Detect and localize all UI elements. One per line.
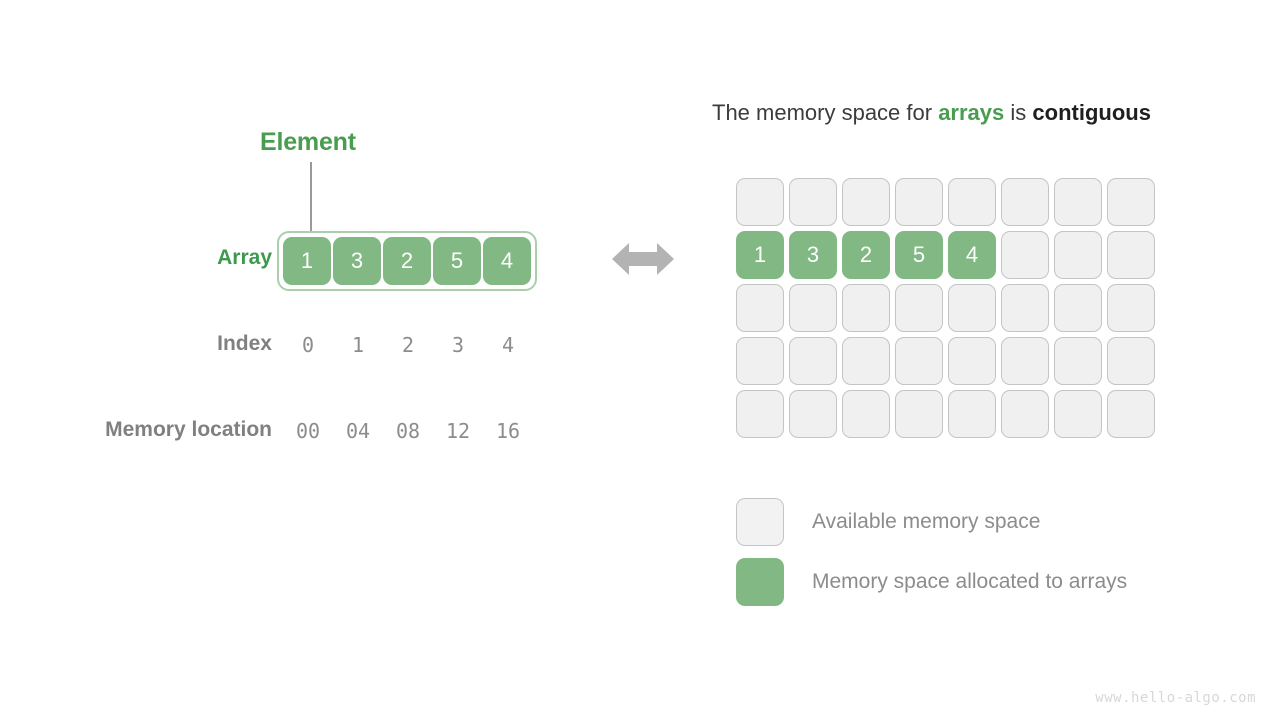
memory-cell-available (1107, 178, 1155, 226)
memory-cell-available (1054, 390, 1102, 438)
memory-cell-available (736, 284, 784, 332)
memory-cell-available (948, 390, 996, 438)
memory-panel-title: The memory space for arrays is contiguou… (712, 100, 1151, 126)
legend-label-available: Available memory space (812, 510, 1041, 533)
element-callout-label: Element (260, 128, 356, 156)
memory-cell-available (1054, 231, 1102, 279)
memory-cell-available (1054, 337, 1102, 385)
legend: Available memory space Memory space allo… (736, 492, 1127, 612)
memory-location-value: 12 (445, 419, 471, 443)
memory-cell-allocated: 5 (895, 231, 943, 279)
memory-cell-available (736, 337, 784, 385)
memory-cell-available (789, 284, 837, 332)
array-cell: 2 (383, 237, 431, 285)
memory-cell-available (736, 390, 784, 438)
memory-cell-available (895, 284, 943, 332)
array-container: 1 3 2 5 4 (277, 231, 537, 291)
memory-cell-available (736, 178, 784, 226)
memory-cell-available (948, 284, 996, 332)
array-cell: 1 (283, 237, 331, 285)
memory-cell-available (1107, 337, 1155, 385)
index-value: 1 (351, 333, 365, 357)
memory-cell-available (1001, 178, 1049, 226)
title-part-2: is (1004, 100, 1033, 125)
index-value: 4 (501, 333, 515, 357)
legend-item-allocated: Memory space allocated to arrays (736, 552, 1127, 612)
legend-label-allocated: Memory space allocated to arrays (812, 570, 1128, 593)
memory-cell-allocated: 2 (842, 231, 890, 279)
memory-cell-available (895, 178, 943, 226)
index-value: 0 (301, 333, 315, 357)
memory-location-value: 16 (495, 419, 521, 443)
memory-cell-available (895, 390, 943, 438)
title-highlight-arrays: arrays (938, 100, 1005, 125)
memory-cell-available (842, 390, 890, 438)
memory-location-value: 00 (295, 419, 321, 443)
memory-cell-available (1107, 390, 1155, 438)
element-callout-connector-line (310, 162, 312, 234)
memory-cell-available (1054, 178, 1102, 226)
memory-cell-available (1001, 337, 1049, 385)
memory-cell-available (948, 337, 996, 385)
row-label-array: Array (217, 246, 272, 269)
array-cell: 4 (483, 237, 531, 285)
memory-cell-available (1001, 284, 1049, 332)
memory-cell-allocated: 1 (736, 231, 784, 279)
memory-cell-available (789, 178, 837, 226)
row-label-memory-location: Memory location (105, 418, 272, 441)
memory-cell-available (789, 390, 837, 438)
array-cell: 5 (433, 237, 481, 285)
legend-swatch-allocated-icon (736, 558, 784, 606)
memory-location-value: 04 (345, 419, 371, 443)
memory-cell-available (895, 337, 943, 385)
title-highlight-contiguous: contiguous (1032, 100, 1151, 125)
row-label-index: Index (217, 332, 272, 355)
memory-location-value: 08 (395, 419, 421, 443)
title-part-1: The memory space for (712, 100, 939, 125)
memory-cell-available (1054, 284, 1102, 332)
memory-cell-available (842, 178, 890, 226)
double-headed-arrow-icon (612, 243, 674, 275)
array-cell: 3 (333, 237, 381, 285)
memory-location-values-row: 00 04 08 12 16 (283, 419, 533, 443)
watermark: www.hello-algo.com (1095, 690, 1256, 706)
memory-cell-available (1001, 390, 1049, 438)
legend-swatch-available-icon (736, 498, 784, 546)
memory-cell-available (1107, 231, 1155, 279)
memory-cell-available (1001, 231, 1049, 279)
memory-cell-available (1107, 284, 1155, 332)
memory-cell-allocated: 4 (948, 231, 996, 279)
memory-cell-available (842, 337, 890, 385)
legend-item-available: Available memory space (736, 492, 1127, 552)
index-values-row: 0 1 2 3 4 (283, 333, 533, 357)
index-value: 3 (451, 333, 465, 357)
index-value: 2 (401, 333, 415, 357)
memory-cell-available (948, 178, 996, 226)
memory-cell-available (842, 284, 890, 332)
memory-cell-available (789, 337, 837, 385)
memory-cell-allocated: 3 (789, 231, 837, 279)
